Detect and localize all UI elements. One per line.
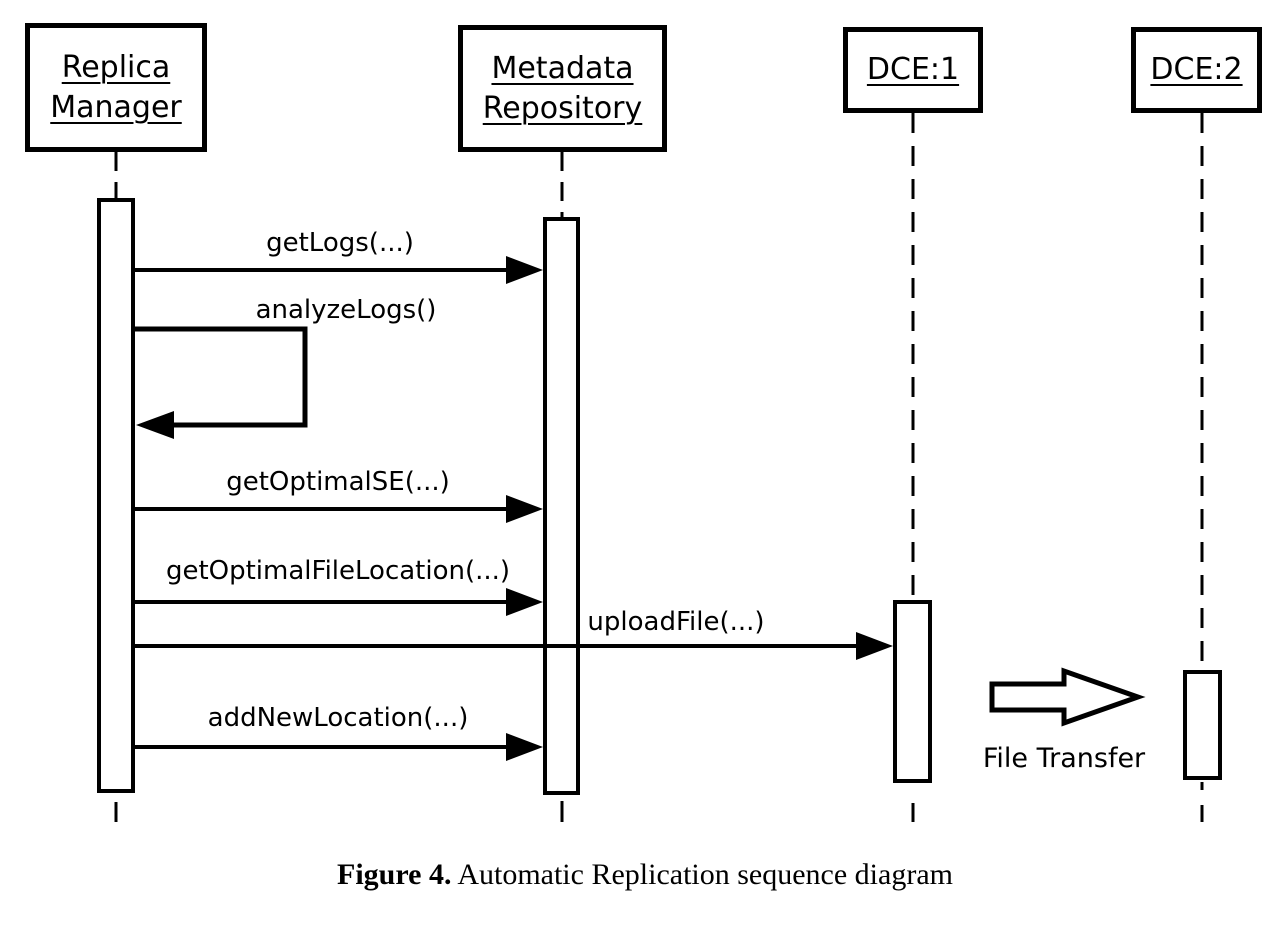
message-label-analyzelogs: analyzeLogs() — [255, 295, 437, 325]
activation-bar-metadata-repository — [543, 217, 580, 795]
message-arrow-getoptimalse — [135, 495, 543, 523]
message-arrow-getlogs — [135, 256, 543, 284]
message-label-getoptimalse: getOptimalSE(...) — [226, 467, 450, 497]
self-call-arrow-analyzelogs — [135, 326, 308, 439]
actor-label-dce2: DCE:2 — [1150, 52, 1243, 87]
actor-label-replica-manager-line1: Replica — [61, 49, 171, 85]
message-label-addnewlocation: addNewLocation(...) — [207, 703, 469, 733]
activation-bar-replica-manager — [97, 198, 135, 793]
figure-caption-number: Figure 4. — [337, 858, 452, 891]
actor-box-dce2: DCE:2 — [1131, 27, 1262, 113]
file-transfer-label: File Transfer — [982, 743, 1146, 774]
message-label-getoptimalfilelocation: getOptimalFileLocation(...) — [165, 556, 511, 586]
activation-bar-dce1 — [893, 600, 932, 783]
figure-caption-text: Automatic Replication sequence diagram — [457, 858, 953, 891]
actor-box-metadata-repository: Metadata Repository — [458, 25, 667, 152]
file-transfer-arrow-icon — [989, 667, 1146, 727]
actor-label-dce1: DCE:1 — [866, 52, 960, 87]
actor-label-replica-manager-line2: Manager — [50, 89, 182, 125]
message-arrow-uploadfile — [135, 632, 893, 660]
activation-bar-dce2 — [1183, 670, 1222, 780]
message-arrow-addnewlocation — [135, 733, 543, 761]
message-arrow-getoptimalfilelocation — [135, 588, 543, 616]
actor-box-dce1: DCE:1 — [843, 27, 983, 113]
message-label-getlogs: getLogs(...) — [266, 228, 414, 258]
actor-label-metadata-repository-line1: Metadata — [491, 50, 634, 86]
message-label-uploadfile: uploadFile(...) — [587, 607, 765, 637]
figure-caption: Figure 4. Automatic Replication sequence… — [337, 858, 953, 892]
actor-box-replica-manager: Replica Manager — [25, 23, 207, 152]
actor-label-metadata-repository-line2: Repository — [482, 90, 643, 126]
